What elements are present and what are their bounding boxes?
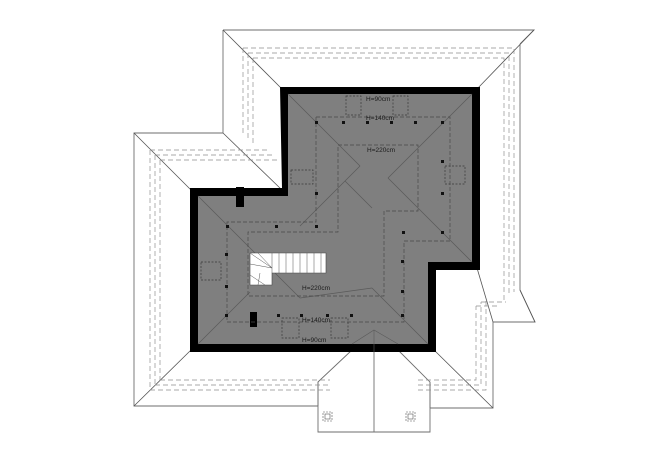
roof-window-e1: [444, 165, 466, 185]
height-contours: [226, 116, 451, 323]
label-south-h140: H=140cm: [302, 317, 330, 324]
roof-windows: [200, 95, 466, 339]
label-north-h90: H=90cm: [366, 96, 390, 103]
label-south-h90: H=90cm: [302, 337, 326, 344]
label-north-h220: H=220cm: [367, 147, 395, 154]
roof-window-n1: [345, 95, 362, 116]
south-gable-ridge: [351, 329, 399, 352]
roof-window-w1: [200, 261, 222, 281]
roof-window-n2: [392, 95, 409, 116]
chimney-south: [250, 312, 257, 327]
label-north-h140: H=140cm: [366, 115, 394, 122]
roof-hip-lines: [133, 29, 536, 409]
eave-dashed-lines: [149, 47, 515, 391]
roof-window-nw1: [290, 169, 314, 185]
roof-window-s2: [330, 317, 349, 339]
gable-vents: [322, 411, 416, 422]
vent-right: [405, 411, 416, 422]
label-south-h220: H=220cm: [302, 285, 330, 292]
vent-left: [322, 411, 333, 422]
staircase: [249, 252, 327, 286]
interior-roof-lines: [197, 93, 473, 345]
roof-window-s1: [281, 317, 300, 339]
chimney-north: [236, 187, 244, 207]
post-markers: [225, 121, 444, 317]
